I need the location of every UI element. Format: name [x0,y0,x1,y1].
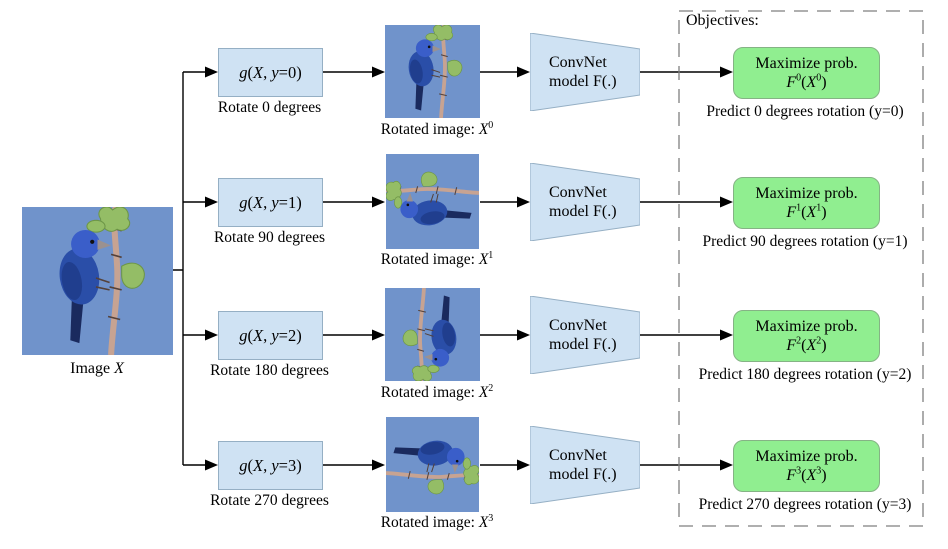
objective-box: Maximize prob. F2(X2) [733,310,880,362]
predict-label: Predict 270 degrees rotation (y=3) [698,496,912,513]
convnet-label: ConvNet model F(.) [549,317,617,353]
bird-photo-rot270 [386,417,479,512]
convnet-trapezoid [530,426,640,504]
g-expression: g(X, y=0) [239,62,302,82]
objective-text: Maximize prob. [755,318,858,335]
g-expression: g(X, y=2) [239,325,302,345]
predict-label: Predict 0 degrees rotation (y=0) [706,103,904,120]
rotated-image-label: Rotated image: X1 [380,249,494,268]
convnet-model: ConvNet model F(.) [530,426,640,504]
rotate-label: Rotate 270 degrees [210,492,329,509]
convnet-trapezoid [530,33,640,111]
objectives-header: Objectives: [686,12,759,29]
convnet-model: ConvNet model F(.) [530,163,640,241]
rotate-label: Rotate 180 degrees [210,362,329,379]
convnet-trapezoid [530,296,640,374]
objective-expression: F0(X0) [786,72,827,91]
objective-expression: F1(X1) [786,202,827,221]
objectives-dashed-box [678,10,924,527]
objective-box: Maximize prob. F3(X3) [733,440,880,492]
convnet-label: ConvNet model F(.) [549,447,617,483]
rotation-transform-box: g(X, y=1) [218,178,323,227]
predict-label: Predict 180 degrees rotation (y=2) [698,366,912,383]
g-expression: g(X, y=3) [239,455,302,475]
rotate-label: Rotate 90 degrees [213,229,326,246]
rotated-image-3 [385,418,480,511]
arrow-connectors [173,66,733,471]
objective-text: Maximize prob. [755,55,858,72]
objective-text: Maximize prob. [755,448,858,465]
convnet-model: ConvNet model F(.) [530,296,640,374]
rotated-image-label: Rotated image: X0 [380,119,494,138]
convnet-label: ConvNet model F(.) [549,184,617,220]
rotated-image-label: Rotated image: X2 [380,382,494,401]
rotation-transform-box: g(X, y=3) [218,441,323,490]
convnet-label: ConvNet model F(.) [549,54,617,90]
objective-expression: F3(X3) [786,465,827,484]
rotation-transform-box: g(X, y=0) [218,48,323,97]
objective-text: Maximize prob. [755,185,858,202]
objective-box: Maximize prob. F0(X0) [733,47,880,99]
g-expression: g(X, y=1) [239,192,302,212]
objective-box: Maximize prob. F1(X1) [733,177,880,229]
objective-expression: F2(X2) [786,335,827,354]
convnet-model: ConvNet model F(.) [530,33,640,111]
rotate-label: Rotate 0 degrees [217,99,322,116]
rotated-image-label: Rotated image: X3 [380,512,494,531]
input-image-label: Image X [70,360,124,377]
convnet-trapezoid [530,163,640,241]
rotation-transform-box: g(X, y=2) [218,311,323,360]
predict-label: Predict 90 degrees rotation (y=1) [702,233,908,250]
